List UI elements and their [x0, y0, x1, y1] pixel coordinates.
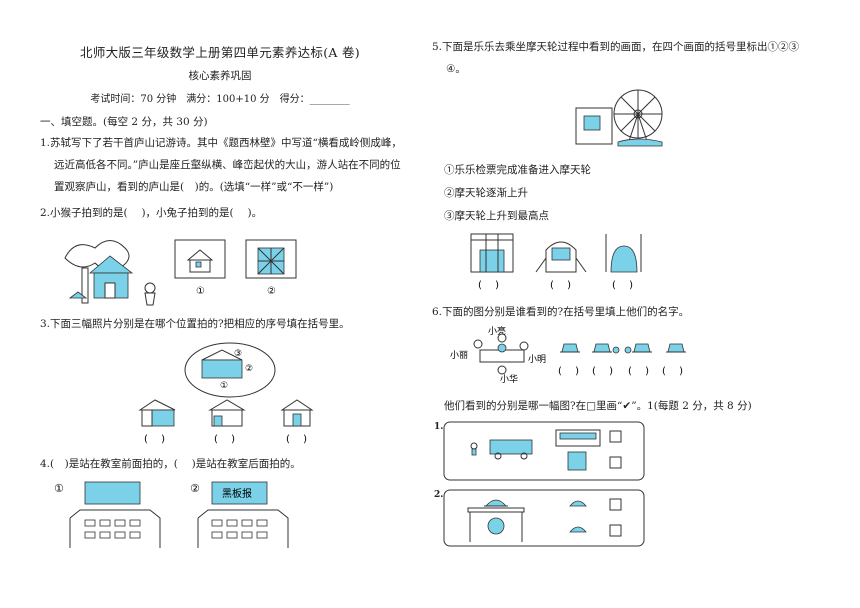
- classroom-label-2: ②: [190, 482, 200, 495]
- question-2-figure: ① ②: [64, 239, 297, 306]
- photo-label-1: ①: [196, 286, 205, 297]
- teapot-option-2: [569, 526, 587, 533]
- question-1-line1: 1.苏轼写下了若干首庐山记游诗。其中《题西林壁》中写道“横看成岭侧成峰，: [40, 137, 402, 149]
- answer-blank-a[interactable]: ( ): [144, 434, 165, 445]
- answer-blank-c[interactable]: ( ): [286, 434, 307, 445]
- scene-2: [535, 241, 587, 273]
- question-5-item1: ①乐乐检票完成准备进入摩天轮: [444, 164, 591, 176]
- question-1-line2: 远近高低各不同。”庐山是座丘壑纵横、峰峦起伏的大山，游人站在不同的位: [54, 159, 401, 171]
- subquestion-1-figure: [443, 421, 645, 481]
- photo-label-2: ②: [267, 286, 276, 297]
- name-right: 小明: [528, 354, 546, 365]
- subquestion-1-label: 1.: [434, 422, 444, 432]
- classroom-label-1: ①: [54, 482, 64, 495]
- checkbox-1b[interactable]: [609, 456, 622, 469]
- bus-option-2: [567, 451, 587, 471]
- name-top: 小亮: [488, 325, 506, 337]
- view-blank-1[interactable]: ( ): [558, 366, 579, 377]
- position-1: ①: [220, 381, 228, 391]
- scene-blank-2[interactable]: ( ): [550, 280, 571, 291]
- view-blank-2[interactable]: ( ): [592, 366, 613, 377]
- bus-side: [489, 439, 533, 455]
- question-4-text: 4.( )是站在教室前面拍的，( )是站在教室后面拍的。: [40, 458, 301, 470]
- question-4-figure: ① ② 黑板报: [54, 481, 289, 548]
- answer-blank-b[interactable]: ( ): [214, 434, 235, 445]
- scene-blank-3[interactable]: ( ): [612, 280, 633, 291]
- question-5-item2: ②摩天轮逐渐上升: [444, 187, 528, 199]
- table-top: [467, 507, 525, 513]
- question-2-text: 2.小猴子拍到的是( )，小兔子拍到的是( )。: [40, 207, 263, 219]
- checkbox-2a[interactable]: [609, 498, 622, 511]
- scene-house-tree: [64, 240, 156, 306]
- blackboard-1: [84, 481, 141, 505]
- position-2: ②: [245, 364, 253, 374]
- question-5-line2: ④。: [446, 63, 466, 75]
- question-6-instruction: 他们看到的分别是哪一幅图?在□里画“✔”。1(每题 2 分，共 8 分): [444, 400, 752, 412]
- photo-b: [208, 399, 246, 427]
- teapot-option-1: [569, 500, 587, 507]
- question-6-text: 6.下面的图分别是谁看到的?在括号里填上他们的名字。: [432, 306, 690, 318]
- bulletin-board: [211, 481, 268, 505]
- photo-c: [280, 399, 314, 427]
- ferris-wheel-figure: [575, 89, 663, 147]
- bus-option-1: [555, 429, 601, 447]
- page-subtitle: 核心素养巩固: [188, 70, 252, 82]
- question-3-text: 3.下面三幅照片分别是在哪个位置拍的?把相应的序号填在括号里。: [40, 318, 350, 330]
- scene-1: [470, 233, 514, 273]
- bulletin-board-text: 黑板报: [222, 487, 252, 500]
- subquestion-2-label: 2.: [434, 490, 444, 500]
- question-5: 5.下面是乐乐去乘坐摩天轮过程中看到的画面，在四个画面的括号里标出①②③ ④。: [432, 36, 842, 80]
- question-1-line3: 置观察庐山，看到的庐山是( )的。(选填“一样”或“不一样”): [54, 181, 334, 193]
- checkbox-2b[interactable]: [609, 524, 622, 537]
- child-back: [487, 517, 505, 535]
- view-blank-3[interactable]: ( ): [628, 366, 649, 377]
- cake-views: [560, 343, 686, 354]
- exam-info: 考试时间：70 分钟 满分：100+10 分 得分：________: [90, 94, 350, 105]
- name-left: 小丽: [450, 350, 468, 361]
- section-heading: 一、填空题。(每空 2 分，共 30 分): [40, 116, 208, 128]
- question-6-figure: 小亮 小丽 小明 小华 ( ) ( ) ( ) ( ): [450, 325, 686, 384]
- scene-3: [605, 234, 642, 273]
- view-blank-4[interactable]: ( ): [662, 366, 683, 377]
- subquestion-2-figure: [443, 489, 645, 547]
- question-1: 1.苏轼写下了若干首庐山记游诗。其中《题西林壁》中写道“横看成岭侧成峰， 远近高…: [40, 132, 435, 198]
- page-title: 北师大版三年级数学上册第四单元素养达标(A 卷): [80, 45, 360, 60]
- question-5-line1: 5.下面是乐乐去乘坐摩天轮过程中看到的画面，在四个画面的括号里标出①②③: [432, 41, 800, 53]
- scene-blank-1[interactable]: ( ): [478, 280, 499, 291]
- question-5-item3: ③摩天轮上升到最高点: [444, 210, 549, 222]
- photo-a: [138, 399, 176, 427]
- position-3: ③: [234, 349, 242, 359]
- question-5-scenes: ( ) ( ) ( ): [470, 233, 642, 291]
- name-bottom: 小华: [500, 373, 518, 384]
- question-3-figure: ③ ② ① ( ) ( ) ( ): [138, 342, 314, 445]
- position-oval: [184, 342, 276, 398]
- checkbox-1a[interactable]: [609, 430, 622, 443]
